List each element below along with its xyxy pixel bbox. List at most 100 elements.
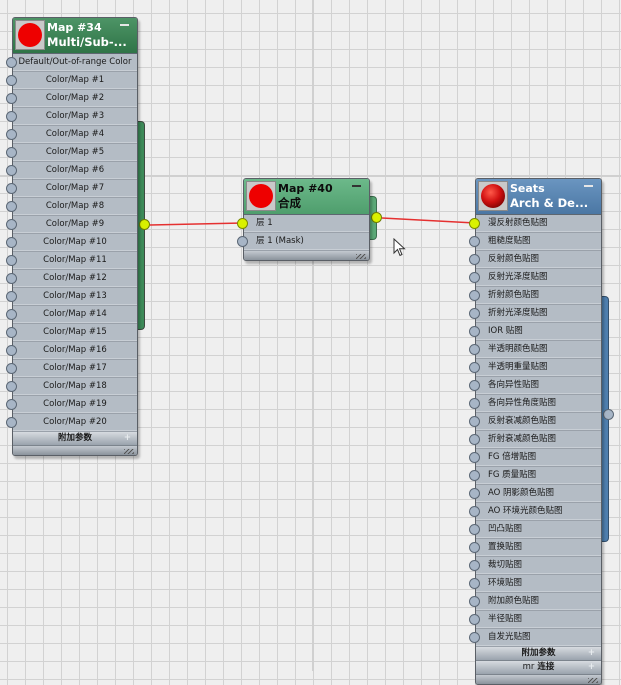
input-slot-row[interactable]: FG 倍增贴图 [469,449,601,467]
node-header[interactable]: Seats Arch & De... [476,179,601,215]
input-slot-row[interactable]: 各向异性贴图 [469,377,601,395]
input-socket[interactable] [6,75,17,86]
input-slot-row[interactable]: Color/Map #17 [6,360,137,378]
input-slot-row[interactable]: 半径贴图 [469,611,601,629]
input-slot-row[interactable]: Color/Map #2 [6,90,137,108]
input-socket[interactable] [6,417,17,428]
input-slot-row[interactable]: 层 1 [237,215,369,233]
input-socket[interactable] [469,524,480,535]
input-slot-row[interactable]: 置换贴图 [469,539,601,557]
input-slot-row[interactable]: Color/Map #19 [6,396,137,414]
node-header[interactable]: Map #34 Multi/Sub-... [13,18,137,54]
input-socket[interactable] [6,291,17,302]
minimize-button[interactable] [120,24,129,26]
input-socket[interactable] [6,201,17,212]
input-slot-row[interactable]: 凹凸贴图 [469,521,601,539]
node-header[interactable]: Map #40 合成 [244,179,369,215]
input-slot-row[interactable]: 反射衰减颜色贴图 [469,413,601,431]
input-slot-row[interactable]: 折射光泽度贴图 [469,305,601,323]
input-slot-row[interactable]: Color/Map #18 [6,378,137,396]
input-slot-row[interactable]: Color/Map #7 [6,180,137,198]
input-socket[interactable] [469,380,480,391]
input-socket[interactable] [469,218,480,229]
input-socket[interactable] [6,147,17,158]
input-slot-row[interactable]: 反射颜色贴图 [469,251,601,269]
input-socket[interactable] [6,237,17,248]
input-socket[interactable] [469,416,480,427]
input-slot-row[interactable]: Color/Map #13 [6,288,137,306]
expand-plus-icon[interactable]: + [587,662,595,672]
input-socket[interactable] [237,218,248,229]
input-socket[interactable] [6,363,17,374]
input-slot-row[interactable]: Color/Map #4 [6,126,137,144]
input-slot-row[interactable]: 环境贴图 [469,575,601,593]
expand-plus-icon[interactable]: + [587,648,595,658]
input-socket[interactable] [469,452,480,463]
node-multisub-map34[interactable]: Map #34 Multi/Sub-... Default/Out-of-ran… [6,17,138,456]
input-socket[interactable] [469,614,480,625]
expand-plus-icon[interactable]: + [123,433,131,443]
resize-grip[interactable] [244,251,369,260]
input-socket[interactable] [469,542,480,553]
input-socket[interactable] [237,236,248,247]
input-socket[interactable] [6,129,17,140]
input-slot-row[interactable]: 层 1 (Mask) [237,233,369,251]
input-slot-row[interactable]: Color/Map #15 [6,324,137,342]
input-slot-row[interactable]: Color/Map #8 [6,198,137,216]
input-slot-row[interactable]: 折射颜色贴图 [469,287,601,305]
input-socket[interactable] [469,506,480,517]
input-socket[interactable] [469,272,480,283]
mr-connection-rollout[interactable]: mr 连接+ [476,661,601,675]
input-socket[interactable] [6,183,17,194]
input-socket[interactable] [6,345,17,356]
input-socket[interactable] [6,219,17,230]
resize-grip[interactable] [13,446,137,455]
input-socket[interactable] [469,434,480,445]
input-socket[interactable] [469,398,480,409]
input-slot-row[interactable]: Color/Map #20 [6,414,137,432]
input-slot-row[interactable]: 自发光贴图 [469,629,601,647]
multisub-output-socket[interactable] [139,219,150,230]
input-socket[interactable] [469,236,480,247]
input-slot-row[interactable]: FG 质量贴图 [469,467,601,485]
input-socket[interactable] [6,327,17,338]
composite-output-socket[interactable] [371,212,382,223]
input-socket[interactable] [6,111,17,122]
minimize-button[interactable] [352,185,361,187]
input-socket[interactable] [6,255,17,266]
input-slot-row[interactable]: 半透明重量贴图 [469,359,601,377]
input-slot-row[interactable]: AO 环境光颜色贴图 [469,503,601,521]
input-socket[interactable] [6,165,17,176]
input-slot-row[interactable]: 反射光泽度贴图 [469,269,601,287]
input-slot-row[interactable]: Color/Map #9 [6,216,137,234]
input-slot-row[interactable]: Color/Map #3 [6,108,137,126]
input-slot-row[interactable]: 折射衰减颜色贴图 [469,431,601,449]
input-slot-row[interactable]: 裁切贴图 [469,557,601,575]
input-socket[interactable] [6,309,17,320]
additional-params-rollout[interactable]: 附加参数+ [476,647,601,661]
input-slot-row[interactable]: Color/Map #10 [6,234,137,252]
input-slot-row[interactable]: 半透明颜色贴图 [469,341,601,359]
input-socket[interactable] [469,326,480,337]
input-slot-row[interactable]: AO 阴影颜色贴图 [469,485,601,503]
input-slot-row[interactable]: 粗糙度贴图 [469,233,601,251]
input-slot-row[interactable]: 附加颜色贴图 [469,593,601,611]
input-socket[interactable] [6,93,17,104]
input-slot-row[interactable]: Color/Map #12 [6,270,137,288]
input-slot-row[interactable]: 漫反射颜色贴图 [469,215,601,233]
input-socket[interactable] [469,596,480,607]
input-socket[interactable] [469,290,480,301]
input-socket[interactable] [6,399,17,410]
input-socket[interactable] [469,362,480,373]
input-slot-row[interactable]: Color/Map #14 [6,306,137,324]
input-socket[interactable] [469,560,480,571]
input-slot-row[interactable]: Color/Map #6 [6,162,137,180]
input-socket[interactable] [6,57,17,68]
input-slot-row[interactable]: Default/Out-of-range Color [6,54,137,72]
input-socket[interactable] [6,381,17,392]
input-slot-row[interactable]: Color/Map #1 [6,72,137,90]
input-socket[interactable] [469,578,480,589]
input-slot-row[interactable]: Color/Map #16 [6,342,137,360]
node-material-seats[interactable]: Seats Arch & De... 漫反射颜色贴图粗糙度贴图反射颜色贴图反射光… [469,178,602,685]
